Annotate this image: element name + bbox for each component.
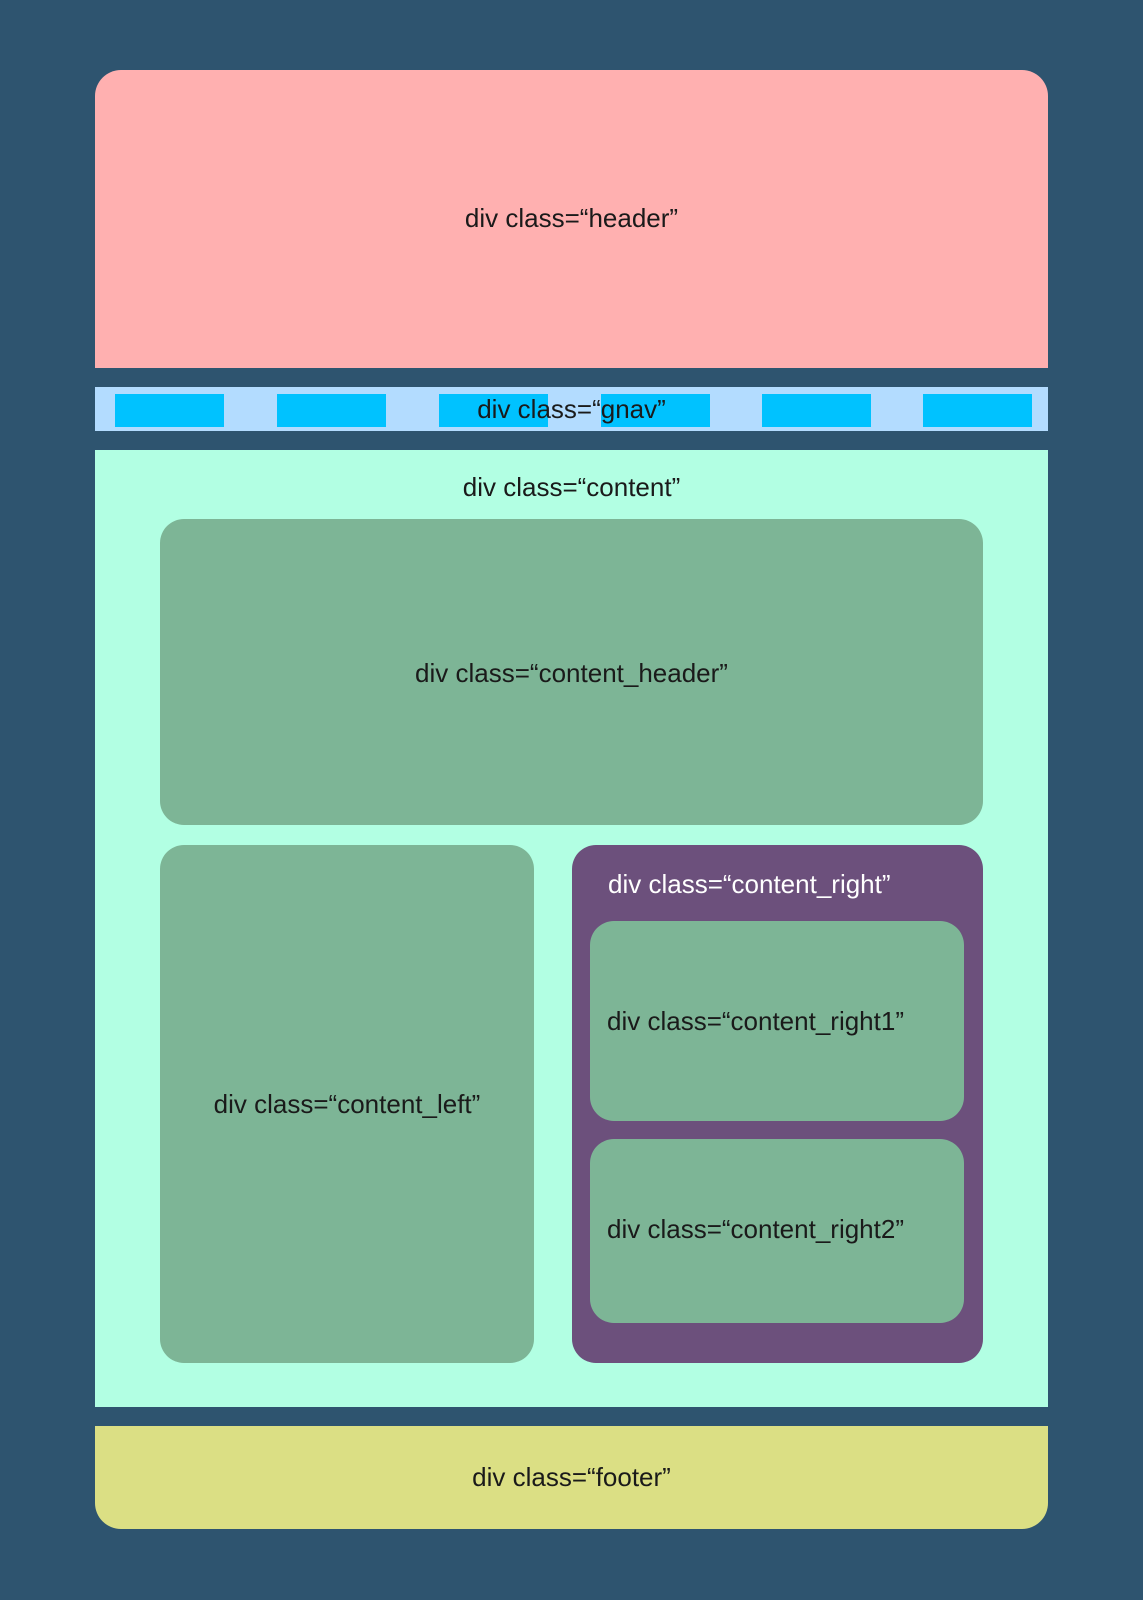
content-left-block: div class=“content_left” [160,845,534,1363]
header-block: div class=“header” [95,70,1048,368]
content-right1-label: div class=“content_right1” [607,1006,904,1036]
footer-block: div class=“footer” [95,1426,1048,1529]
gnav-item [115,394,224,427]
footer-label: div class=“footer” [472,1462,671,1492]
content-right2-block: div class=“content_right2” [590,1139,964,1323]
content-header-label: div class=“content_header” [415,658,728,688]
content-right-block: div class=“content_right” div class=“con… [572,845,983,1363]
content-right-label: div class=“content_right” [608,869,891,899]
gnav-label: div class=“gnav” [477,394,666,424]
gnav-item [762,394,871,427]
gnav-item [923,394,1032,427]
content-header-block: div class=“content_header” [160,519,983,825]
gnav-item [601,394,710,427]
content-block: div class=“content” div class=“content_h… [95,450,1048,1407]
content-right2-label: div class=“content_right2” [607,1214,904,1244]
content-left-label: div class=“content_left” [213,1089,481,1119]
gnav-item [439,394,548,427]
content-right1-block: div class=“content_right1” [590,921,964,1121]
gnav-item [277,394,386,427]
content-label: div class=“content” [462,472,681,502]
gnav-block: div class=“gnav” [95,387,1048,431]
header-label: div class=“header” [464,203,679,233]
